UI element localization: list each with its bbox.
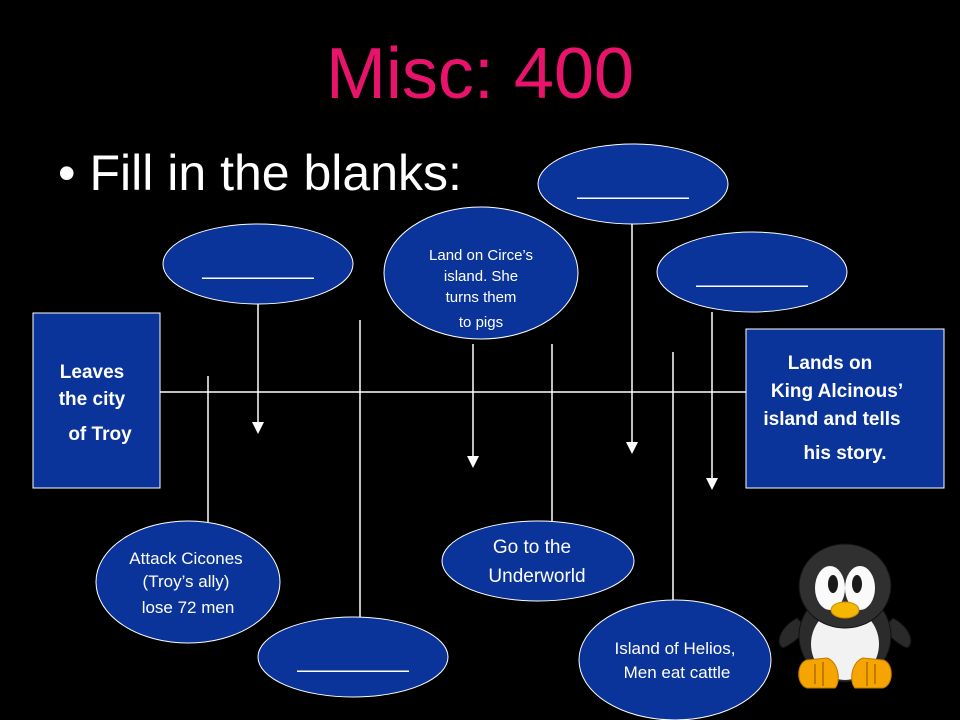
- circe-oval: Land on Circe’s island. She turns them t…: [383, 206, 579, 340]
- slide-title: Misc: 400: [325, 34, 635, 114]
- bullet-point: •Fill in the blanks:: [58, 148, 462, 198]
- end-line-4: his story.: [803, 443, 886, 464]
- penguin-icon: [778, 543, 912, 689]
- end-box: Lands on King Alcinous’ island and tells…: [745, 328, 945, 489]
- cicones-line-2: (Troy’s ally): [143, 572, 230, 591]
- start-box: Leaves the city of Troy: [32, 312, 161, 489]
- circe-line-2: island. She: [444, 268, 518, 285]
- end-line-3: island and tells: [763, 409, 900, 430]
- bullet-dot: •: [58, 145, 76, 201]
- blank-text: _____: [695, 247, 808, 291]
- start-line-2: the city: [59, 389, 126, 410]
- cicones-line-1: Attack Cicones: [129, 549, 242, 568]
- underworld-line-2: Underworld: [488, 566, 585, 587]
- helios-line-1: Island of Helios,: [615, 639, 736, 658]
- blank-text: _____: [296, 632, 409, 676]
- underworld-oval: Go to the Underworld: [441, 520, 635, 602]
- end-line-2: King Alcinous’: [771, 381, 903, 402]
- underworld-line-1: Go to the: [493, 537, 571, 558]
- helios-oval: Island of Helios, Men eat cattle: [578, 599, 772, 720]
- bullet-text: Fill in the blanks:: [89, 145, 462, 201]
- blank-oval-left: _____: [162, 223, 354, 305]
- end-line-1: Lands on: [788, 353, 872, 374]
- circe-line-1: Land on Circe’s: [429, 247, 533, 264]
- blank-oval-right: _____: [656, 231, 848, 313]
- blank-text: _____: [576, 159, 689, 203]
- blank-text: _____: [201, 239, 314, 283]
- start-line-1: Leaves: [60, 362, 124, 383]
- blank-oval-top: _____: [537, 143, 729, 225]
- circe-line-4: to pigs: [459, 314, 503, 331]
- helios-line-2: Men eat cattle: [624, 663, 731, 682]
- cicones-oval: Attack Cicones (Troy’s ally) lose 72 men: [95, 520, 281, 644]
- circe-line-3: turns them: [446, 289, 517, 306]
- blank-oval-bottom: _____: [257, 616, 449, 698]
- cicones-line-3: lose 72 men: [142, 598, 235, 617]
- start-line-3: of Troy: [68, 424, 132, 445]
